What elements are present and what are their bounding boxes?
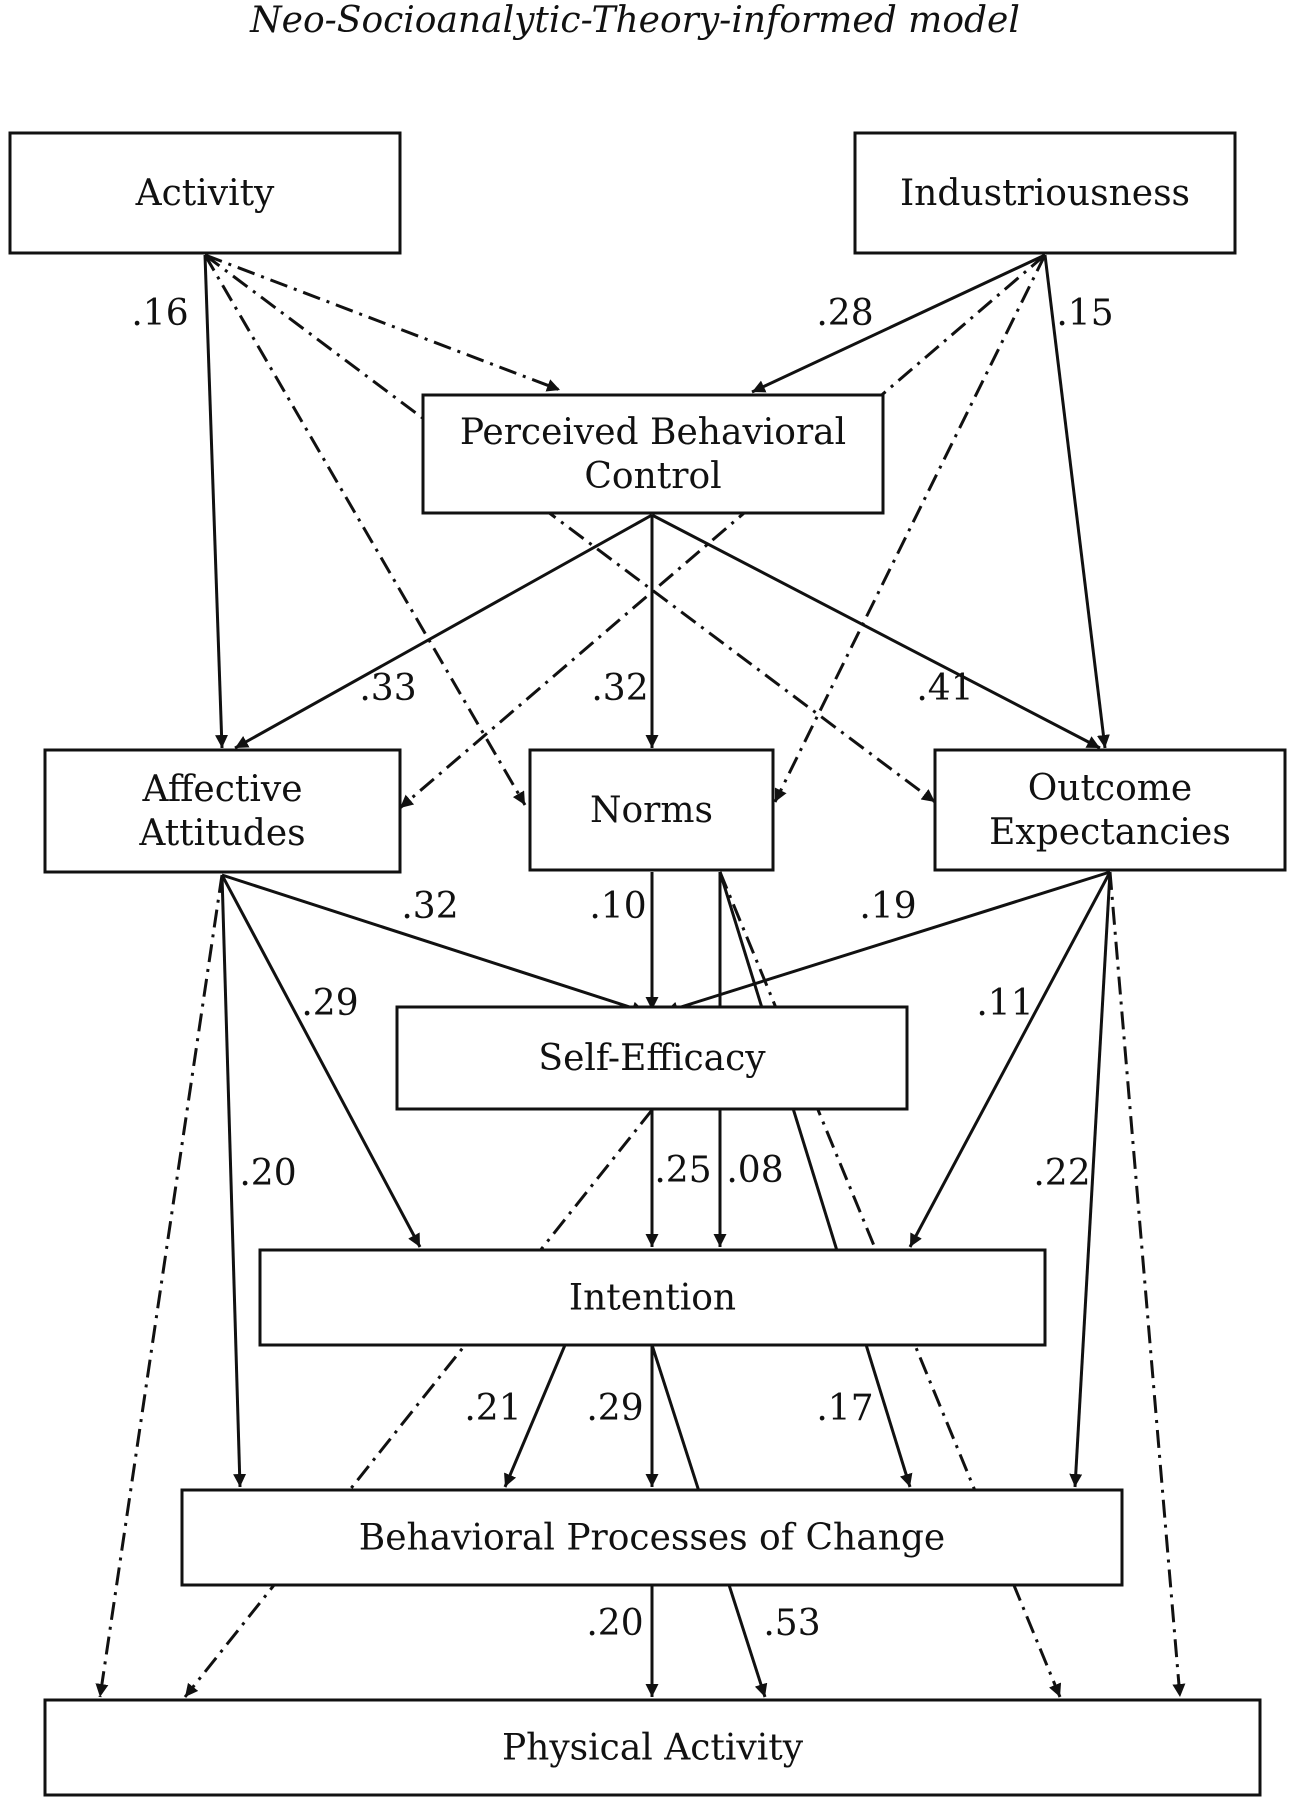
path-industriousness-to-pbc xyxy=(751,253,1046,394)
path-industriousness-to-affective xyxy=(399,253,1046,810)
node-label-bpc: Behavioral Processes of Change xyxy=(359,1518,945,1559)
coef-intention-to-pa: .53 xyxy=(763,1603,820,1644)
path-affective-to-selfefficacy xyxy=(221,873,646,1015)
path-activity-to-norms xyxy=(203,254,527,806)
node-industriousness: Industriousness xyxy=(853,131,1237,255)
path-activity-to-pbc xyxy=(204,253,561,392)
coef-bpc-to-pa: .20 xyxy=(586,1603,643,1644)
node-label-pbc: Control xyxy=(584,456,721,497)
coef-norms-to-bpc: .17 xyxy=(816,1388,873,1429)
path-industriousness-to-norms xyxy=(773,254,1047,803)
path-activity-to-affective xyxy=(203,254,229,749)
coef-selfefficacy-to-bpc: .29 xyxy=(586,1388,643,1429)
node-label-industriousness: Industriousness xyxy=(900,173,1190,214)
node-pa: Physical Activity xyxy=(43,1698,1262,1797)
path-affective-to-intention xyxy=(220,874,422,1248)
node-intention: Intention xyxy=(258,1248,1047,1347)
path-affective-to-pa xyxy=(95,874,224,1698)
node-activity: Activity xyxy=(8,131,402,255)
node-box-selfefficacy xyxy=(395,1005,909,1111)
node-label-norms: Norms xyxy=(590,790,713,831)
path-norms-to-bpc xyxy=(718,871,913,1488)
coef-pbc-to-norms: .32 xyxy=(591,668,648,709)
path-activity-to-outcome xyxy=(204,253,936,804)
node-box-outcome xyxy=(933,748,1287,872)
path-pbc-to-affective xyxy=(234,513,653,750)
coef-pbc-to-outcome: .41 xyxy=(916,668,973,709)
node-label-pbc: Perceived Behavioral xyxy=(460,412,846,453)
coefficients-layer: .16 .28 .15 .33 .32 .41 .32 .10 .19 .29 .11 .25 .08.… xyxy=(131,293,1113,1644)
path-pbc-to-outcome xyxy=(651,513,1101,750)
node-box-activity xyxy=(8,131,402,255)
paths-layer xyxy=(95,253,1186,1698)
path-affective-to-bpc xyxy=(220,874,247,1488)
node-label-affective: Attitudes xyxy=(138,813,305,854)
node-label-selfefficacy: Self-Efficacy xyxy=(538,1038,766,1079)
node-selfefficacy: Self-Efficacy xyxy=(395,1005,909,1111)
node-label-intention: Intention xyxy=(569,1278,736,1319)
node-box-intention xyxy=(258,1248,1047,1347)
coef-outcome-to-selfefficacy: .19 xyxy=(859,886,916,927)
node-box-pbc xyxy=(421,393,885,515)
path-industriousness-to-outcome xyxy=(1043,254,1110,749)
node-label-pa: Physical Activity xyxy=(502,1728,804,1769)
coef-selfefficacy-to-intention: .25 xyxy=(654,1150,711,1191)
path-outcome-to-selfefficacy xyxy=(664,870,1111,1015)
coef-industriousness-to-pbc: .28 xyxy=(816,293,873,334)
path-outcome-to-bpc xyxy=(1069,871,1112,1488)
coef-affective-to-selfefficacy: .32 xyxy=(401,886,458,927)
node-label-outcome: Expectancies xyxy=(989,812,1231,853)
coef-outcome-to-intention: .11 xyxy=(976,983,1033,1024)
coef-affective-to-bpc: .20 xyxy=(239,1153,296,1194)
path-selfefficacy-to-pa xyxy=(183,1109,654,1698)
coef-norms-to-selfefficacy: .10 xyxy=(589,886,646,927)
coef-outcome-to-bpc: .22 xyxy=(1033,1153,1090,1194)
path-outcome-to-intention xyxy=(908,871,1112,1248)
coef-intention-to-bpc: .21 xyxy=(464,1388,521,1429)
node-label-affective: Affective xyxy=(141,769,302,810)
node-box-pa xyxy=(43,1698,1262,1797)
coef-industriousness-to-outcome: .15 xyxy=(1056,293,1113,334)
node-norms: Norms xyxy=(528,748,775,872)
diagram-title: Neo-Socioanalytic-Theory-informed model xyxy=(249,0,1020,41)
node-label-outcome: Outcome xyxy=(1028,768,1192,809)
coef-activity-to-affective: .16 xyxy=(131,293,188,334)
coef-norms-to-intention: .08 xyxy=(726,1150,783,1191)
node-box-industriousness xyxy=(853,131,1237,255)
coef-affective-to-intention: .29 xyxy=(301,983,358,1024)
node-box-bpc xyxy=(180,1488,1124,1587)
node-label-activity: Activity xyxy=(135,173,275,214)
path-intention-to-bpc xyxy=(503,1344,567,1488)
node-box-norms xyxy=(528,748,775,872)
coef-pbc-to-affective: .33 xyxy=(359,668,416,709)
node-box-affective xyxy=(43,748,402,874)
node-bpc: Behavioral Processes of Change xyxy=(180,1488,1124,1587)
